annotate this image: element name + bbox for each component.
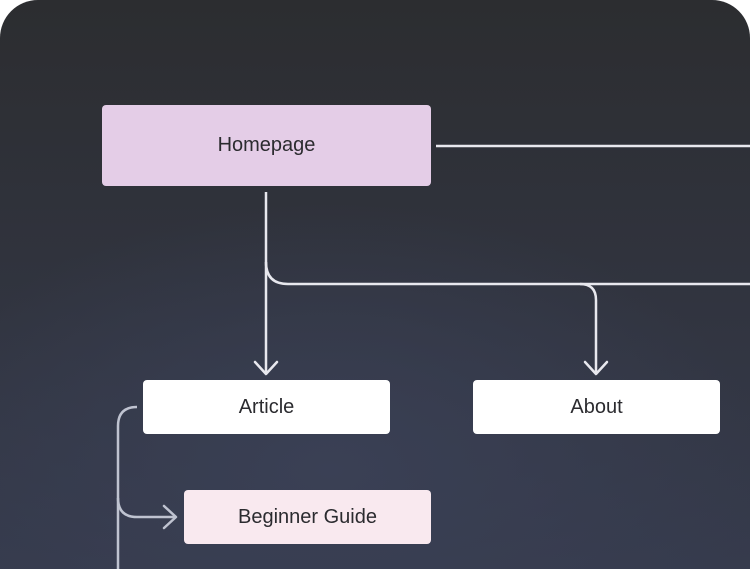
node-about-label: About (570, 395, 623, 418)
node-beginner-guide-label: Beginner Guide (238, 505, 377, 528)
node-about[interactable]: About (473, 380, 720, 434)
node-homepage[interactable]: Homepage (102, 105, 431, 186)
arrowhead-article (253, 360, 279, 376)
arrowhead-guide (162, 504, 178, 530)
connector-article-to-guide (116, 405, 138, 569)
connector-branch-to-about (579, 282, 598, 374)
connector-guide-branch (116, 497, 176, 519)
node-beginner-guide[interactable]: Beginner Guide (184, 490, 431, 544)
node-article-label: Article (238, 395, 295, 418)
node-article[interactable]: Article (143, 380, 390, 434)
connector-homepage-branch (264, 261, 750, 286)
arrowhead-about (583, 360, 609, 376)
node-homepage-label: Homepage (217, 134, 316, 156)
